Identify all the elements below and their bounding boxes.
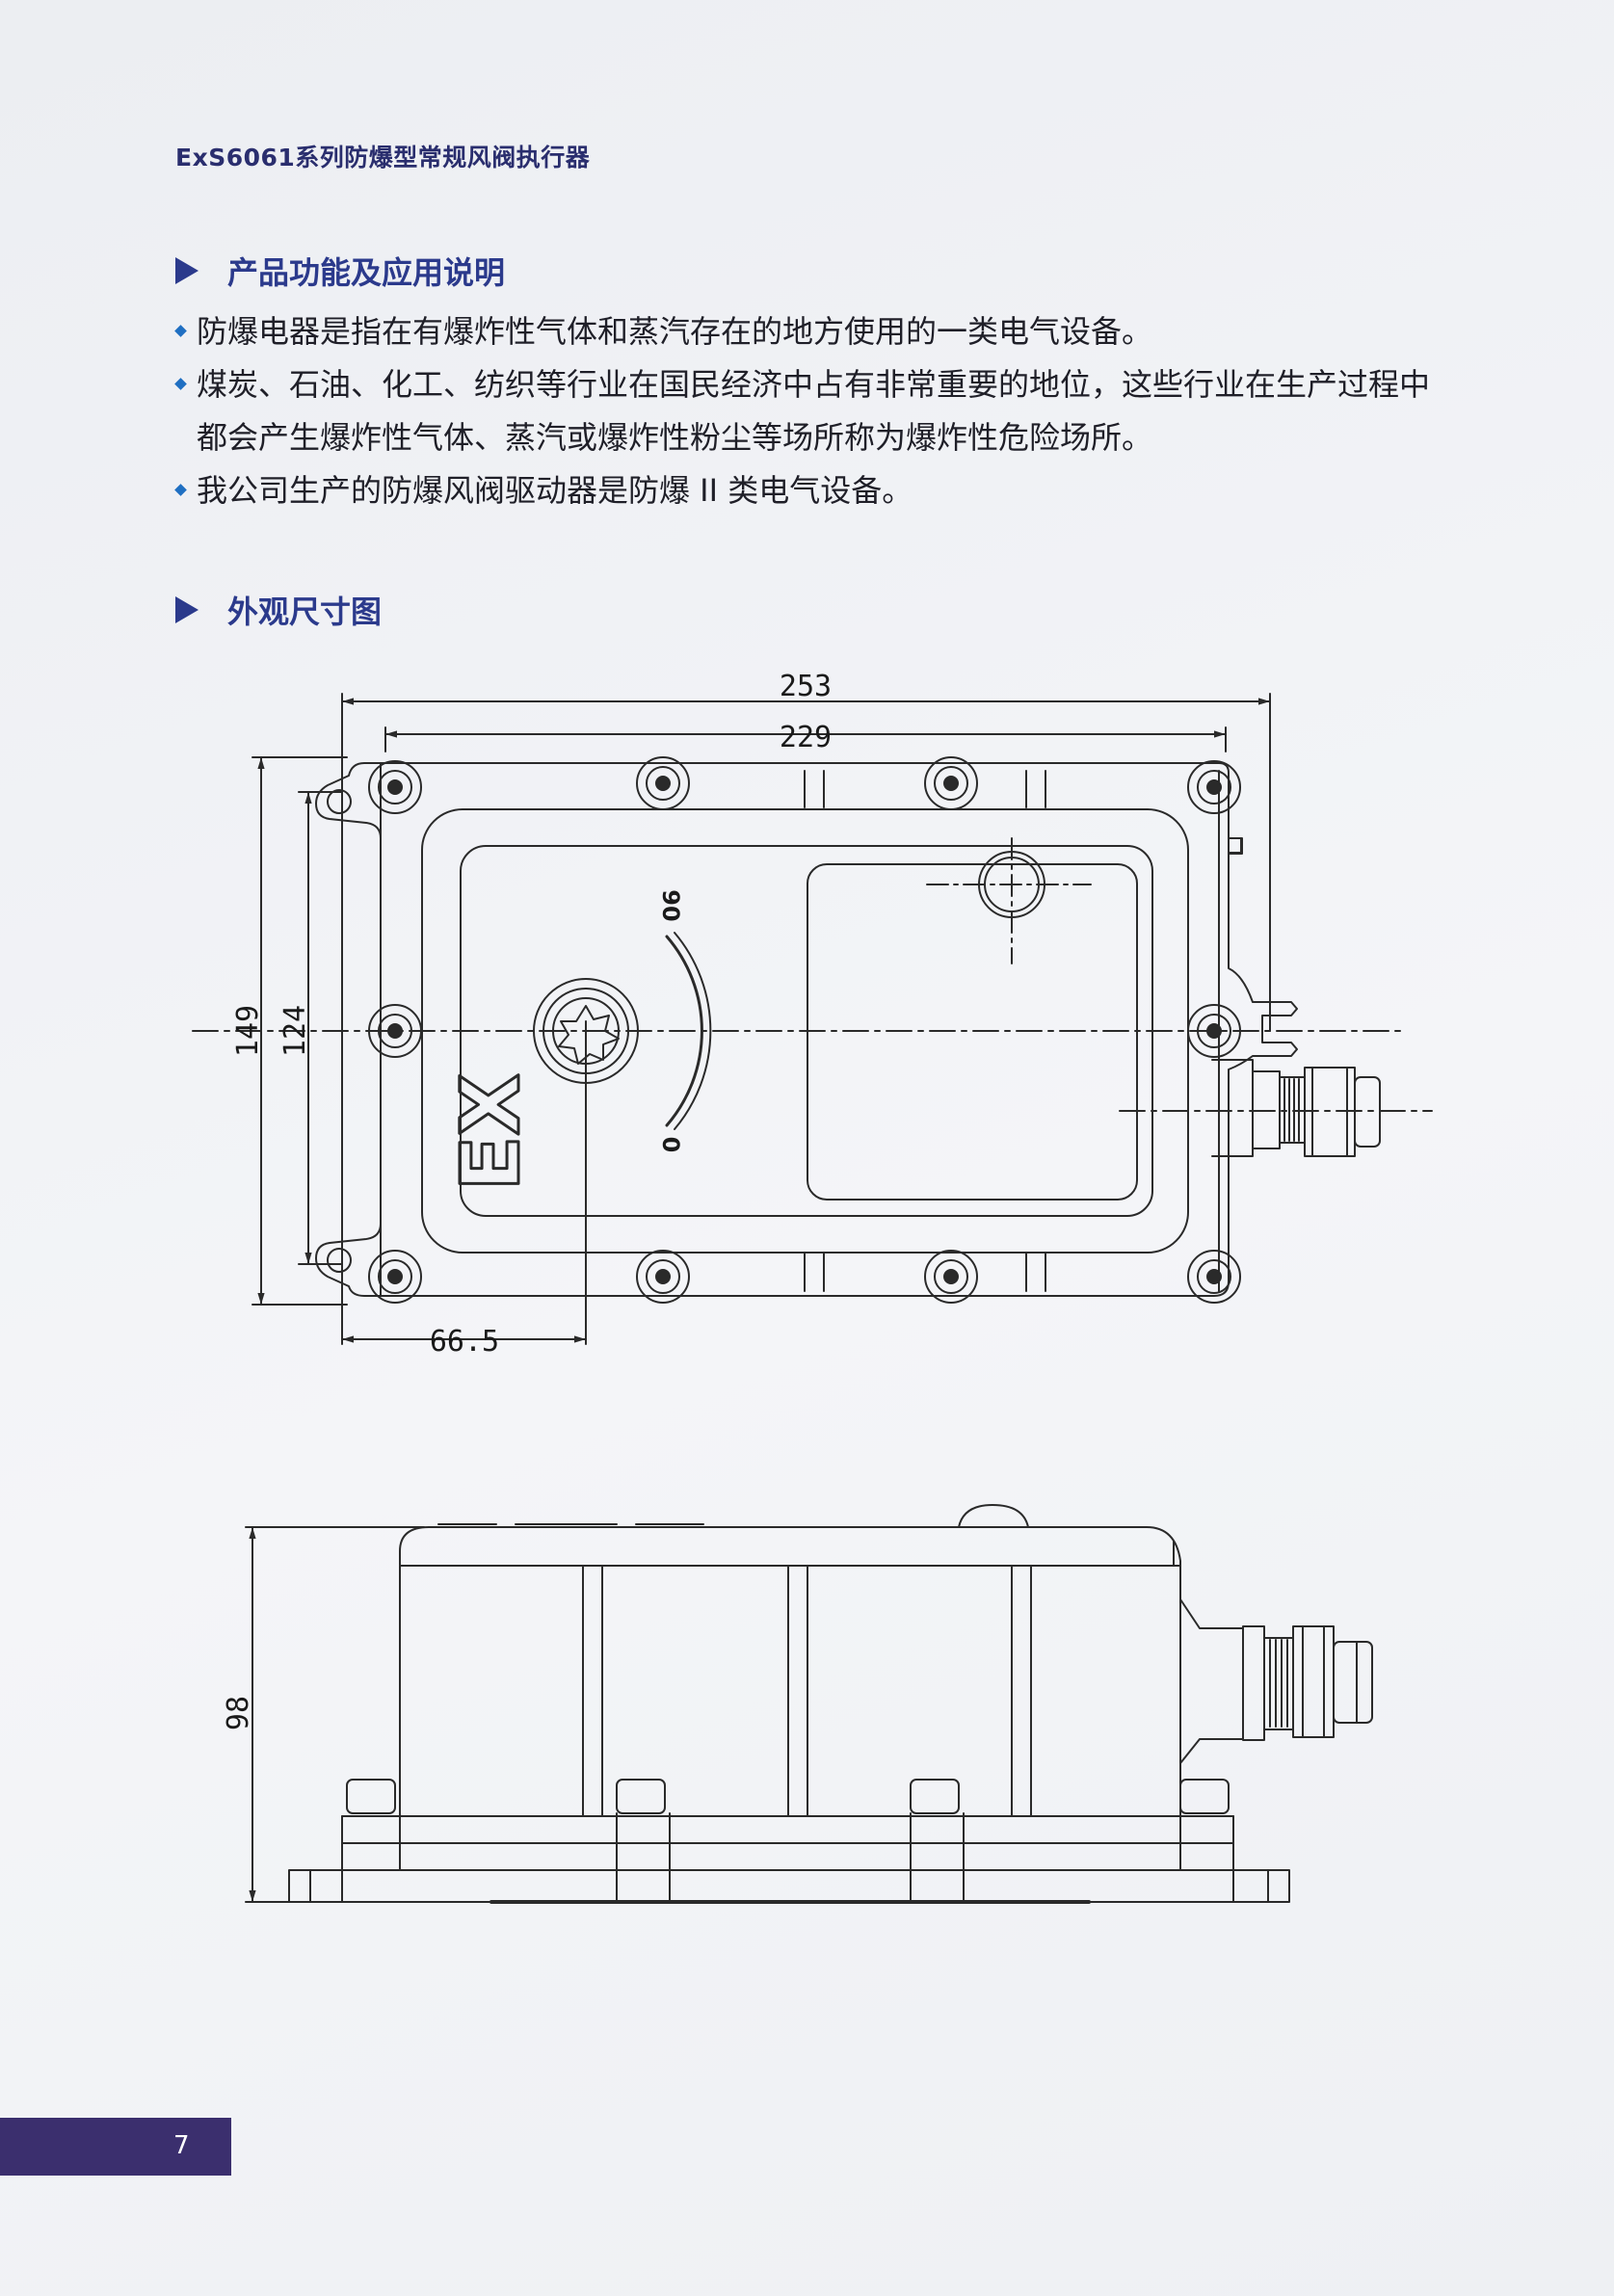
triangle-bullet-icon [175, 596, 198, 623]
page-number-tab [0, 2118, 231, 2176]
ex-marking: EX [443, 1073, 538, 1191]
base-plate-outline [315, 762, 1298, 1297]
bolt-head-icon [346, 1779, 396, 1814]
housing-side-outline [399, 1526, 1181, 1817]
section-heading-text: 产品功能及应用说明 [227, 254, 506, 291]
section-heading-text: 外观尺寸图 [227, 594, 383, 630]
dim-side-height: 98 [222, 1696, 255, 1730]
triangle-bullet-icon [175, 257, 198, 284]
bullet-item: 煤炭、石油、化工、纺织等行业在国民经济中占有非常重要的地位，这些行业在生产过程中… [174, 358, 1486, 464]
feature-bullet-list: 防爆电器是指在有爆炸性气体和蒸汽存在的地方使用的一类电气设备。 煤炭、石油、化工… [174, 305, 1486, 517]
section-heading-dimensions: 外观尺寸图 [175, 588, 382, 632]
bullet-line: 煤炭、石油、化工、纺织等行业在国民经济中占有非常重要的地位，这些行业在生产过程中 [197, 366, 1431, 403]
cable-gland-icon [1211, 1059, 1381, 1157]
page-number: 7 [173, 2131, 190, 2160]
mounting-hole-icon [327, 1248, 352, 1273]
bolt-head-icon [910, 1779, 960, 1814]
dim-overall-height: 149 [231, 1005, 265, 1057]
indicator-dome-icon [958, 1504, 1029, 1528]
bolt-head-icon [616, 1779, 666, 1814]
side-view: 98 [222, 1504, 1373, 1904]
mounting-hole-icon [327, 789, 352, 814]
section-heading-function: 产品功能及应用说明 [175, 249, 505, 293]
bullet-item: 我公司生产的防爆风阀驱动器是防爆 II 类电气设备。 [174, 464, 1486, 517]
dim-shaft-offset: 66.5 [430, 1325, 499, 1359]
document-header-title: ExS6061系列防爆型常规风阀执行器 [175, 144, 591, 172]
bullet-item: 防爆电器是指在有爆炸性气体和蒸汽存在的地方使用的一类电气设备。 [174, 305, 1486, 358]
dim-overall-width: 253 [780, 670, 832, 703]
top-view: 253 229 149 124 66.5 90 0 EX [192, 670, 1433, 1359]
bullet-line: 我公司生产的防爆风阀驱动器是防爆 II 类电气设备。 [197, 472, 913, 509]
bolt-head-icon [1179, 1779, 1230, 1814]
bullet-line: 防爆电器是指在有爆炸性气体和蒸汽存在的地方使用的一类电气设备。 [197, 313, 1153, 350]
scale-label-min: 0 [657, 1137, 684, 1153]
bullet-line: 都会产生爆炸性气体、蒸汽或爆炸性粉尘等场所称为爆炸性危险场所。 [197, 419, 1153, 456]
dim-hole-pitch: 229 [780, 721, 832, 754]
dim-hole-height: 124 [278, 1005, 312, 1057]
scale-label-max: 90 [657, 889, 684, 921]
